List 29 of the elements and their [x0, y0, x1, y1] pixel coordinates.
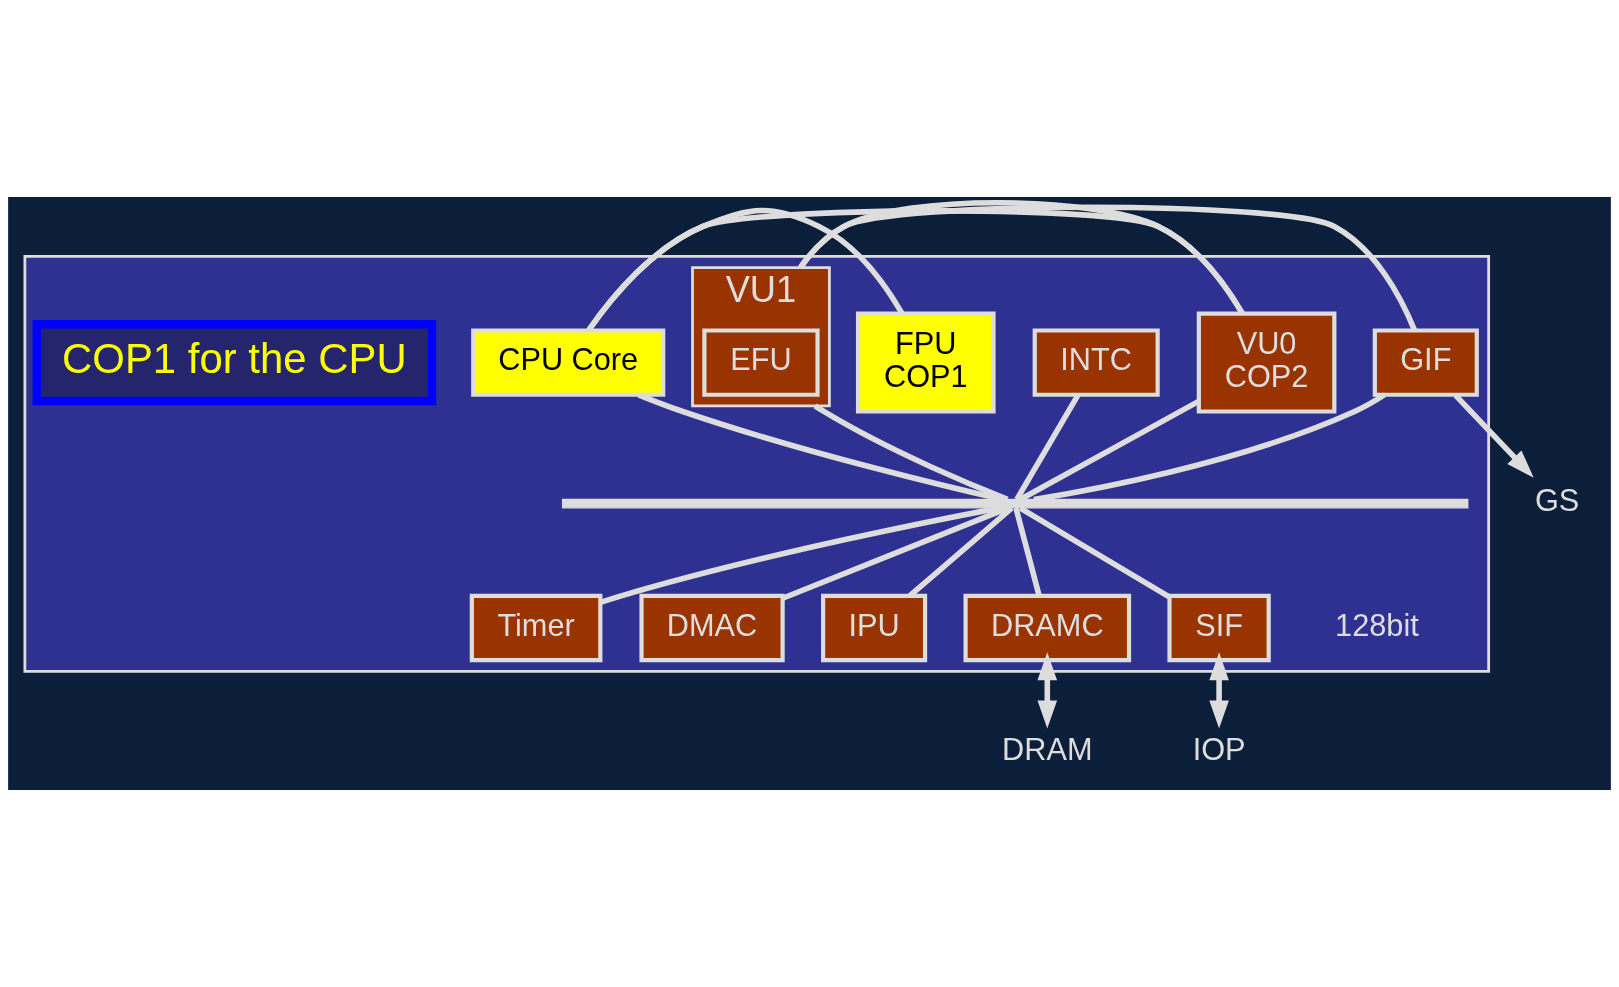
node-box: DMAC — [639, 593, 785, 663]
node-box: EFU — [702, 328, 820, 397]
connector — [1019, 398, 1200, 502]
node-box: VU0 COP2 — [1196, 311, 1337, 414]
node-text: GS — [1534, 483, 1580, 519]
connector — [781, 505, 1009, 601]
arrow — [1209, 652, 1229, 729]
connector — [599, 505, 1001, 606]
label: 128bit — [1335, 607, 1419, 643]
connector — [1018, 505, 1171, 600]
connector — [1013, 507, 1042, 597]
connector — [813, 403, 1009, 502]
arrow — [1037, 652, 1058, 729]
arrow — [1453, 393, 1534, 478]
node-box: SIF — [1167, 593, 1271, 663]
node-box: GIF — [1372, 328, 1479, 397]
node-box: FPU COP1 — [855, 311, 996, 414]
node-text: IOP — [1192, 732, 1246, 768]
node-box: CPU Core — [471, 328, 666, 397]
node-box: INTC — [1032, 328, 1160, 397]
node-text: DRAM — [1002, 732, 1093, 768]
connector — [798, 204, 1418, 332]
node-box: Timer — [469, 593, 603, 663]
node-box: DRAMC — [963, 593, 1132, 663]
node-bar — [561, 498, 1469, 509]
node-box: COP1 for the CPU — [32, 320, 437, 406]
node-box: IPU — [821, 593, 928, 663]
cluster — [23, 255, 1491, 673]
connector — [1014, 393, 1081, 501]
